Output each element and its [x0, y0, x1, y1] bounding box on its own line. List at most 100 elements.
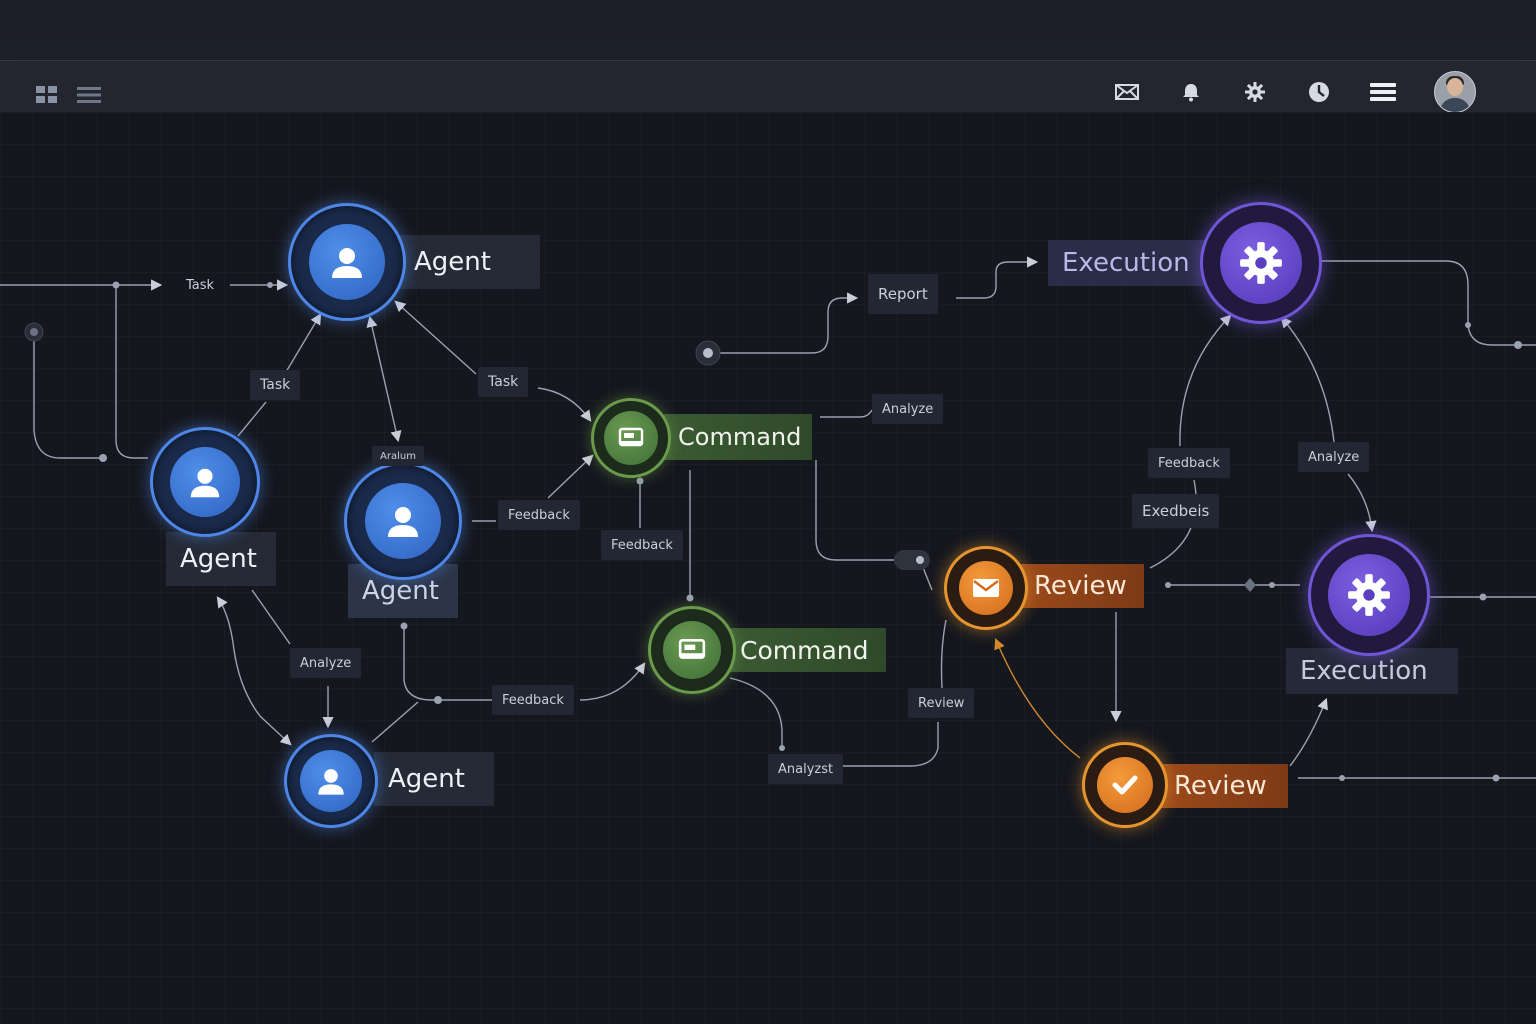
review-label[interactable]: Review — [1160, 764, 1288, 808]
port-dot — [894, 550, 930, 570]
command-node[interactable] — [648, 606, 736, 694]
menu-icon[interactable] — [1370, 76, 1396, 108]
command-node[interactable] — [591, 398, 671, 478]
edge — [237, 401, 267, 437]
port-dot — [916, 556, 924, 564]
monitor-icon — [618, 427, 644, 447]
edge-label-task[interactable]: Task — [478, 367, 529, 397]
edge — [216, 596, 292, 746]
edge — [956, 256, 1039, 299]
execution-label[interactable]: Execution — [1286, 648, 1458, 694]
mail-icon[interactable] — [1114, 76, 1140, 108]
review-node[interactable] — [1082, 742, 1168, 828]
edge — [394, 300, 477, 375]
edge — [115, 285, 148, 459]
edge-label-feedback[interactable]: Feedback — [1148, 448, 1230, 478]
edge — [834, 722, 939, 767]
execution-label-text: Execution — [1062, 248, 1190, 278]
execution-node[interactable] — [1200, 202, 1322, 324]
edge — [940, 619, 947, 689]
user-icon — [190, 468, 220, 498]
edge-dot — [1465, 322, 1471, 328]
agent-label[interactable]: Agent — [166, 532, 276, 586]
edge — [403, 626, 492, 701]
user-icon — [318, 769, 344, 795]
review-label-text: Review — [1034, 571, 1127, 601]
command-label[interactable]: Command — [664, 414, 812, 460]
edge-dot — [1165, 582, 1171, 588]
review-label-text: Review — [1174, 771, 1267, 801]
agent-label-text: Agent — [414, 247, 491, 277]
edge-dot — [267, 282, 273, 288]
edge-label-analyze[interactable]: Analyzst — [768, 754, 844, 784]
edge-dot — [434, 696, 442, 704]
edge — [1179, 314, 1232, 447]
edge-label-review[interactable]: Review — [908, 688, 975, 718]
edge-label-execution[interactable]: Exedbeis — [1132, 494, 1220, 528]
edge — [708, 292, 859, 354]
review-node[interactable] — [944, 546, 1028, 630]
agent-node[interactable] — [288, 203, 406, 321]
edge-label-task[interactable]: Task — [186, 277, 215, 293]
edge-dot — [1339, 775, 1345, 781]
edge — [1149, 479, 1197, 569]
edge — [820, 409, 873, 418]
edge-dot — [686, 594, 694, 602]
edge — [729, 677, 783, 750]
clock-icon[interactable] — [1306, 76, 1332, 108]
mail-icon — [973, 579, 999, 597]
monitor-icon — [678, 639, 706, 659]
port-dot — [703, 348, 713, 358]
command-label[interactable]: Command — [726, 628, 886, 672]
edge — [547, 454, 594, 499]
toolbar — [0, 61, 1536, 113]
edge-label-analyze[interactable]: Analyze — [290, 648, 362, 678]
user-avatar[interactable] — [1434, 71, 1476, 113]
edge-label-analyze[interactable]: Aralum — [372, 446, 424, 466]
edge — [994, 637, 1081, 759]
edge-label-report[interactable]: Report — [868, 274, 938, 314]
review-label[interactable]: Review — [1020, 564, 1144, 608]
gear-icon[interactable] — [1242, 76, 1268, 108]
edge-label-feedback[interactable]: Feedback — [492, 685, 574, 715]
check-icon — [1112, 775, 1138, 795]
edge — [1289, 697, 1328, 767]
edge — [366, 315, 402, 443]
execution-label-text: Execution — [1300, 656, 1428, 686]
edge-dot — [779, 745, 785, 751]
agent-node[interactable] — [344, 462, 462, 580]
edge — [1320, 260, 1536, 346]
agent-label[interactable]: Agent — [400, 235, 540, 289]
edge-label-feedback[interactable]: Feedback — [601, 530, 683, 560]
execution-label[interactable]: Execution — [1048, 240, 1214, 286]
user-icon — [388, 507, 418, 537]
agent-node[interactable] — [150, 427, 260, 537]
edge-dot — [1479, 593, 1487, 601]
port-dot — [30, 328, 38, 336]
list-icon[interactable] — [76, 79, 102, 111]
edge — [285, 313, 322, 373]
edge — [33, 332, 104, 459]
agent-label-text: Agent — [362, 576, 439, 606]
agent-label-text: Agent — [388, 764, 465, 794]
edge — [251, 589, 291, 645]
grid-icon[interactable] — [34, 79, 60, 111]
agent-label-text: Agent — [180, 544, 257, 574]
bell-icon[interactable] — [1178, 76, 1204, 108]
agent-node[interactable] — [284, 734, 378, 828]
execution-node[interactable] — [1308, 534, 1430, 656]
user-icon — [332, 248, 362, 278]
edge — [1280, 316, 1335, 443]
edge — [1347, 473, 1377, 533]
edge-dot — [400, 622, 408, 630]
edge-label-feedback[interactable]: Feedback — [498, 500, 580, 530]
gear-icon — [1240, 242, 1282, 284]
edge-label-analyze[interactable]: Analyze — [872, 394, 944, 424]
edge-label-analyze[interactable]: Analyze — [1298, 442, 1370, 472]
edge-dot — [1514, 341, 1522, 349]
edge — [537, 387, 592, 422]
edge-label-task[interactable]: Task — [250, 370, 301, 400]
agent-label[interactable]: Agent — [374, 752, 494, 806]
edge-dot — [112, 281, 120, 289]
edge-dot — [1269, 582, 1275, 588]
